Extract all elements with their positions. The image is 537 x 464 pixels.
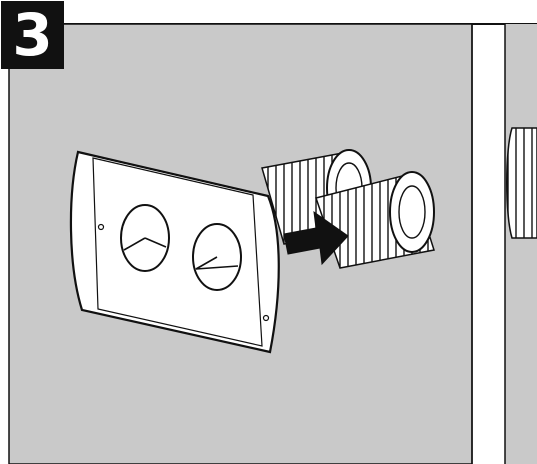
push-arrow [283, 210, 349, 266]
duct-partial-right [506, 127, 537, 239]
duct-front [315, 171, 435, 269]
screw-hole-left [97, 223, 105, 231]
adjoining-panel [505, 24, 537, 464]
wall-plate [69, 150, 280, 354]
step-number-badge: 3 [1, 1, 64, 69]
screw-hole-right [262, 314, 270, 322]
